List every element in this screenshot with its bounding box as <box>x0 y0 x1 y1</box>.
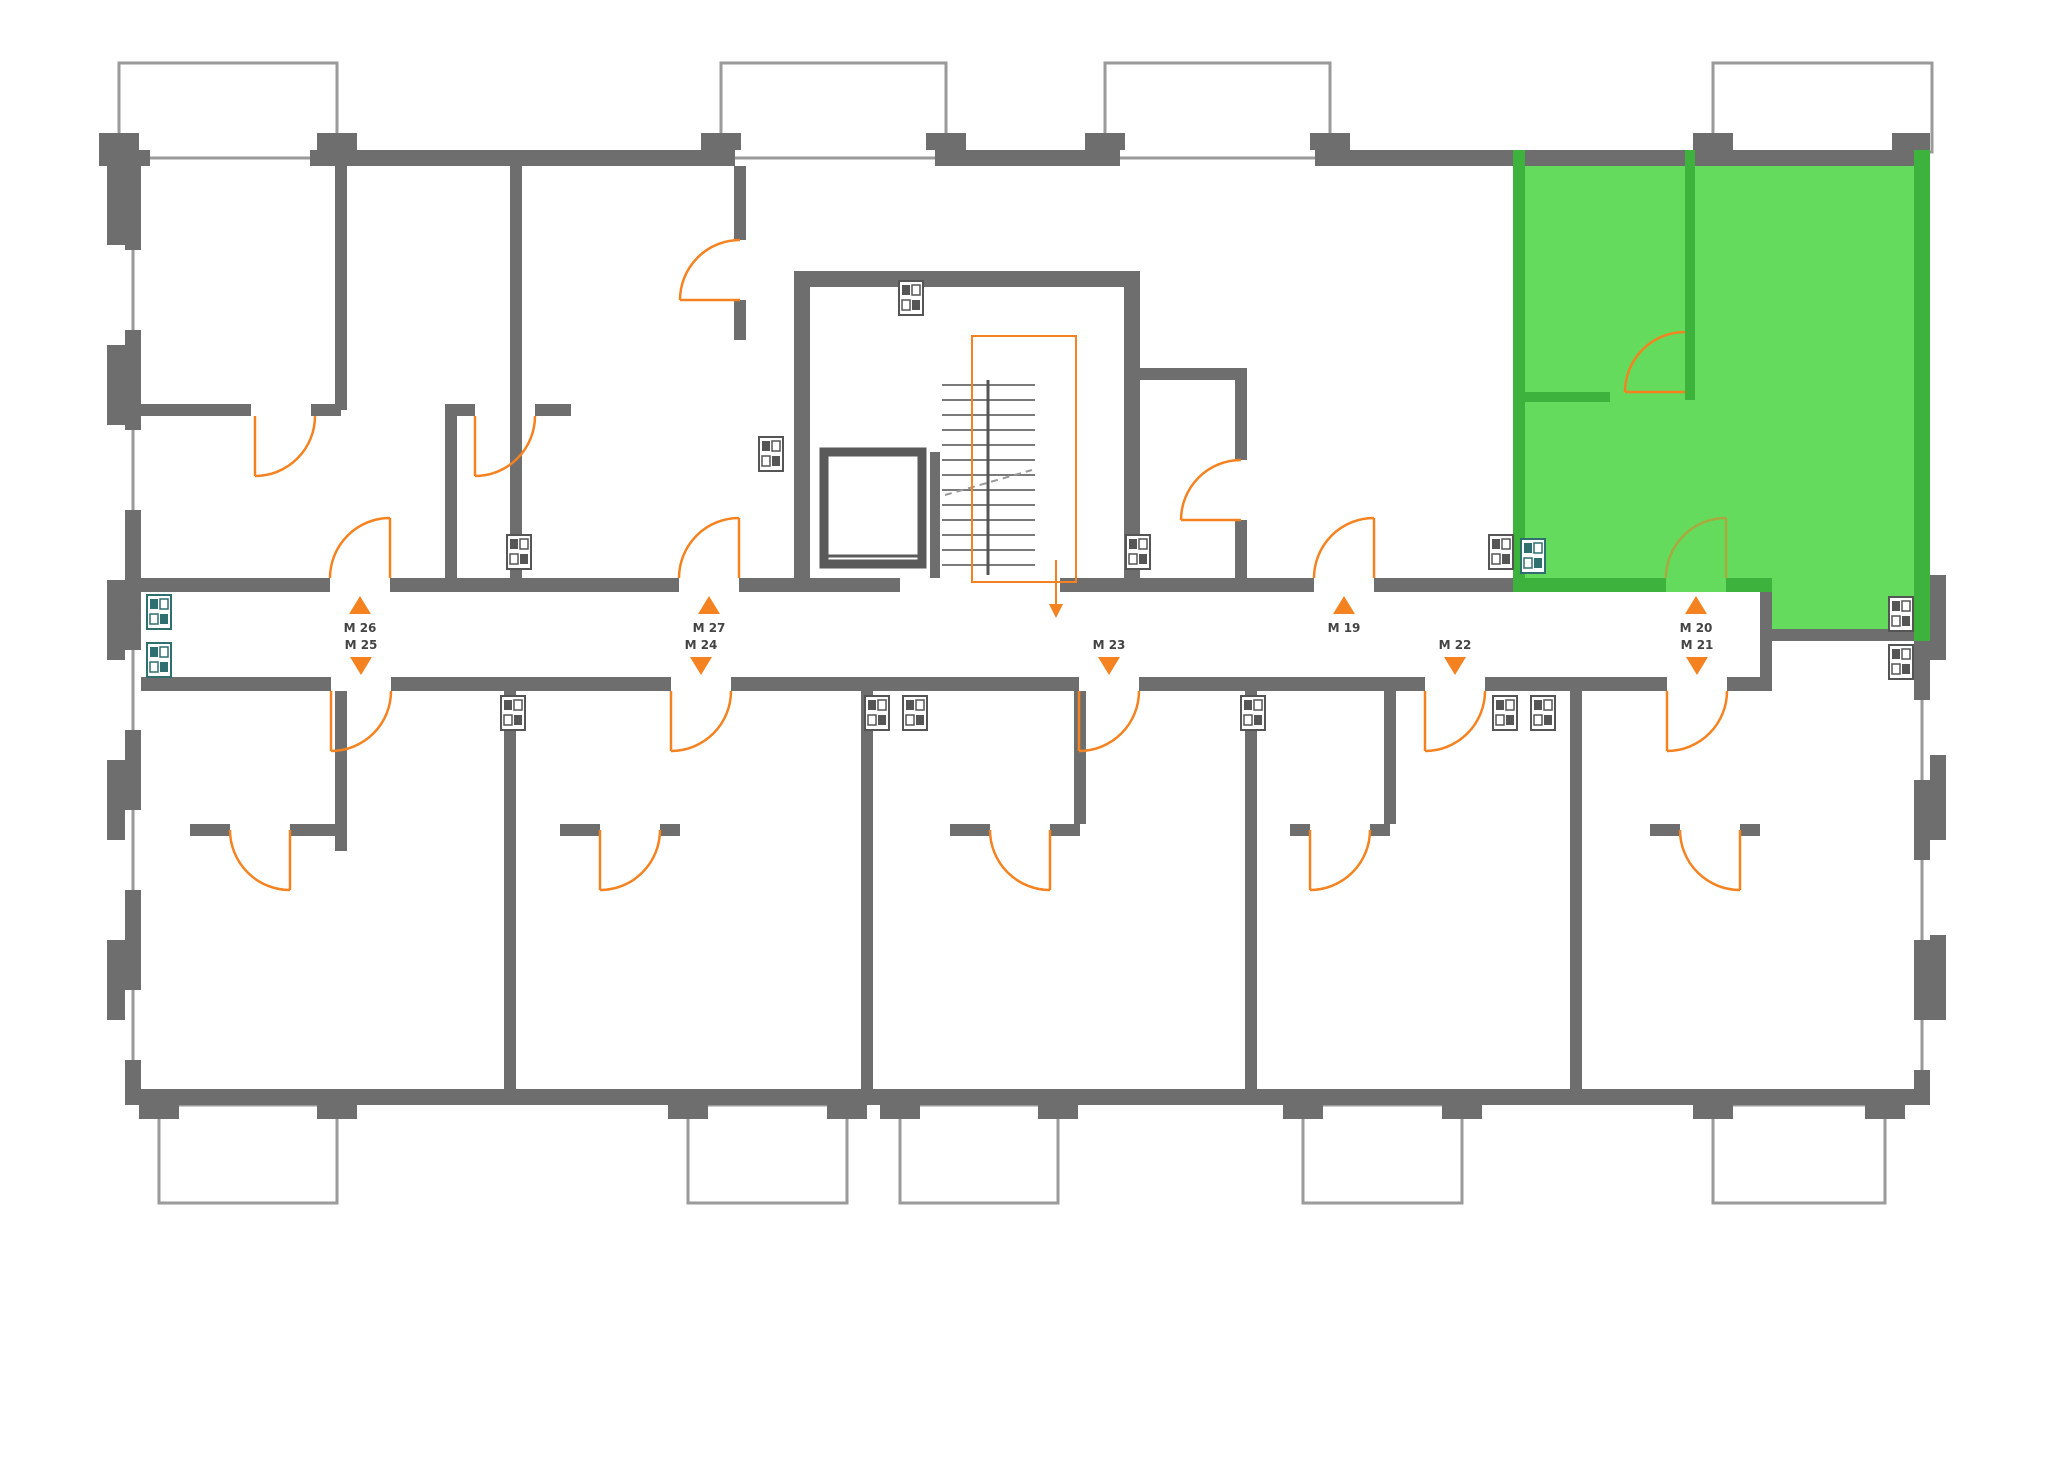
unit-label: M 24 <box>685 638 718 652</box>
unit-markers: M 26 M 27 M 19 M 20 M 25 M 24 M 23 M 22 <box>344 596 1714 675</box>
highlighted-unit-m20[interactable] <box>1513 150 1930 641</box>
meter-panel-icon <box>902 695 928 731</box>
stair-core <box>794 271 1140 618</box>
stairs <box>942 335 1077 618</box>
unit-label: M 23 <box>1093 638 1126 652</box>
interior-walls-bottom <box>190 691 1760 1089</box>
elevator <box>819 447 927 569</box>
unit-label: M 26 <box>344 621 377 635</box>
unit-label: M 27 <box>693 621 726 635</box>
windows <box>125 150 1930 1070</box>
unit-marker-m27[interactable]: M 27 <box>693 596 726 635</box>
down-arrow-icon <box>1686 657 1708 675</box>
up-arrow-icon <box>1333 596 1355 614</box>
meter-panel-icon <box>1125 534 1151 570</box>
unit-marker-m22[interactable]: M 22 <box>1439 638 1472 675</box>
unit-label: M 25 <box>345 638 378 652</box>
unit-label: M 22 <box>1439 638 1472 652</box>
corridor-walls <box>141 578 1930 691</box>
meter-panel-icon <box>1888 644 1914 680</box>
doors <box>228 238 1742 892</box>
up-arrow-icon <box>349 596 371 614</box>
meter-panel-icon <box>1240 695 1266 731</box>
unit-marker-m24[interactable]: M 24 <box>685 638 718 675</box>
stair-direction-arrow <box>1049 604 1063 618</box>
meter-panel-icon <box>1888 596 1914 632</box>
unit-marker-m25[interactable]: M 25 <box>345 638 378 675</box>
down-arrow-icon <box>1098 657 1120 675</box>
unit-marker-m19[interactable]: M 19 <box>1328 596 1361 635</box>
unit-marker-m20[interactable]: M 20 <box>1680 596 1713 635</box>
up-arrow-icon <box>698 596 720 614</box>
meter-panel-icon <box>1520 538 1546 574</box>
down-arrow-icon <box>690 657 712 675</box>
meter-panel-icon <box>506 534 532 570</box>
down-arrow-icon <box>350 657 372 675</box>
highlighted-unit-area[interactable] <box>1513 150 1930 641</box>
unit-label: M 20 <box>1680 621 1713 635</box>
meter-panel-icon <box>758 436 784 472</box>
meter-panel-icon <box>146 594 172 630</box>
meter-panel-icon <box>1530 695 1556 731</box>
unit-marker-m23[interactable]: M 23 <box>1093 638 1126 675</box>
down-arrow-icon <box>1444 657 1466 675</box>
unit-marker-m26[interactable]: M 26 <box>344 596 377 635</box>
unit-label: M 19 <box>1328 621 1361 635</box>
meter-panel-icon <box>500 695 526 731</box>
unit-marker-m21[interactable]: M 21 <box>1681 638 1714 675</box>
meter-panel-icon <box>864 695 890 731</box>
up-arrow-icon <box>1685 596 1707 614</box>
unit-label: M 21 <box>1681 638 1714 652</box>
highlighted-unit-walls <box>1513 150 1930 641</box>
meter-panel-icon <box>1488 534 1514 570</box>
interior-walls-top <box>131 166 1247 578</box>
meter-panel-icon <box>1492 695 1518 731</box>
meter-panel-icon <box>146 642 172 678</box>
meter-panel-icon <box>898 280 924 316</box>
